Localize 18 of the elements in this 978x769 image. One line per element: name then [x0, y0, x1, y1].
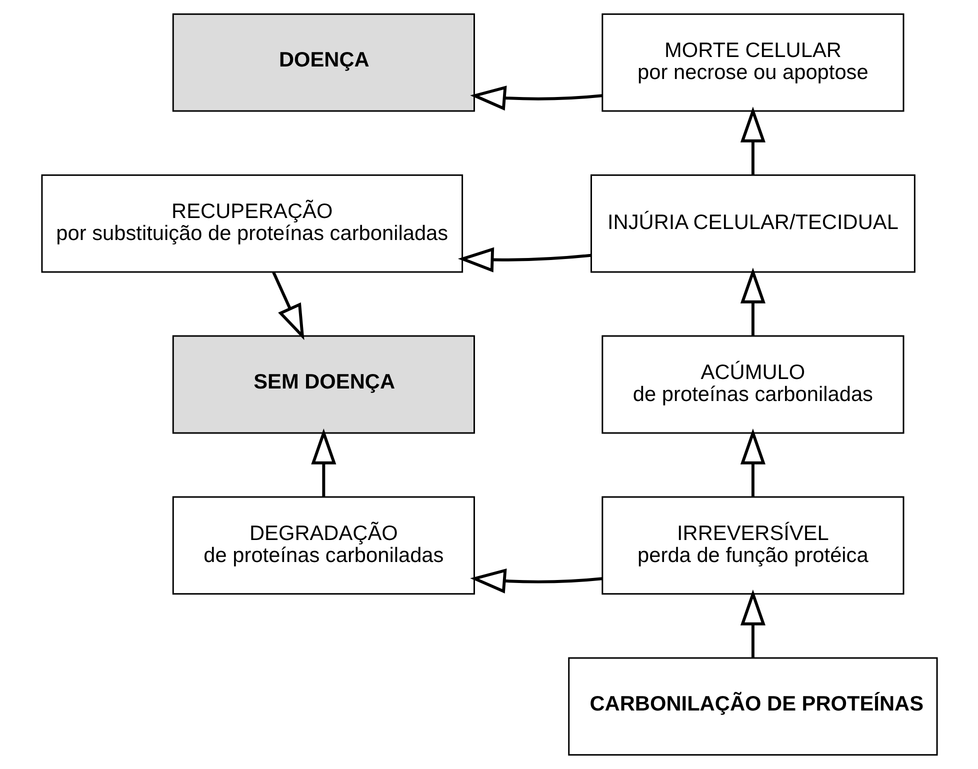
arrow: [310, 428, 336, 497]
arrow: [470, 86, 602, 111]
node-box: INJÚRIA CELULAR/TECIDUAL: [590, 174, 915, 273]
arrow: [740, 428, 765, 497]
node-box: IRREVERSÍVEL perda de função protéica: [601, 496, 904, 595]
arrow: [272, 271, 304, 340]
node-box: ACÚMULO de proteínas carboniladas: [601, 335, 904, 434]
arrow: [457, 247, 590, 272]
node-box: DEGRADAÇÃO de proteínas carboniladas: [172, 496, 474, 595]
arrow: [470, 568, 602, 594]
arrow: [740, 268, 765, 336]
arrow: [740, 106, 765, 176]
arrow: [740, 590, 765, 658]
node-box: CARBONILAÇÃO DE PROTEÍNAS: [568, 657, 938, 756]
node-box: SEM DOENÇA: [172, 335, 474, 434]
node-box: DOENÇA: [172, 13, 474, 112]
node-box: RECUPERAÇÃO por substituição de proteínas carboniladas: [40, 174, 463, 273]
node-box: MORTE CELULAR por necrose ou apoptose: [601, 13, 904, 112]
